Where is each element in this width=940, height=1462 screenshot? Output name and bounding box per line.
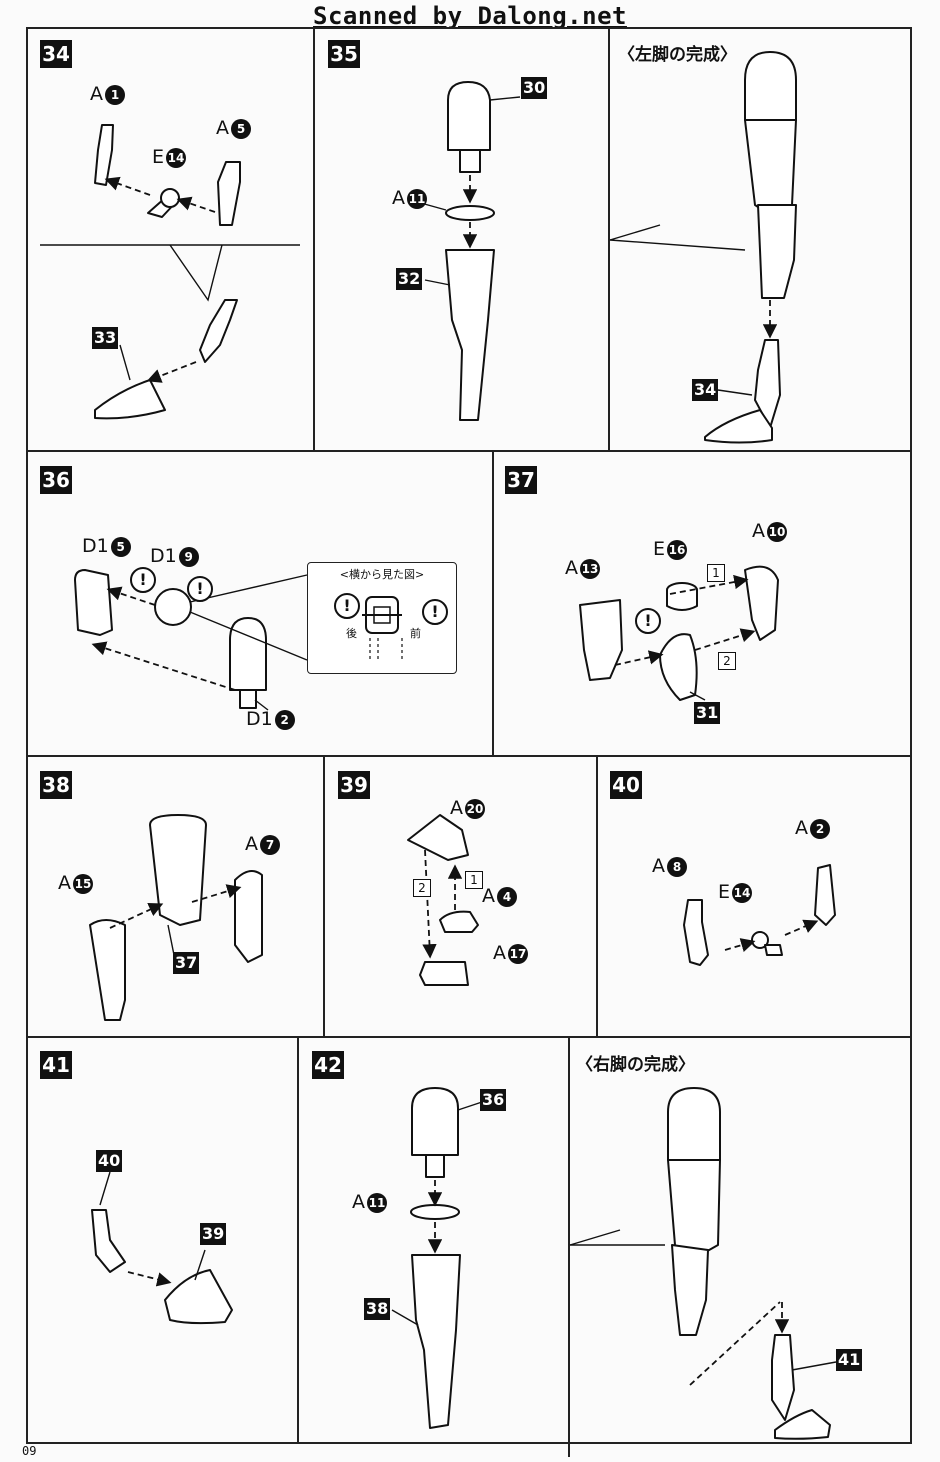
subassembly-tag-40: 40: [96, 1150, 123, 1172]
caution-icon: !: [130, 567, 156, 593]
sequence-mark-2: 2: [718, 652, 736, 670]
sequence-mark-1: 1: [707, 564, 725, 582]
front-label: 前: [410, 627, 421, 640]
caution-icon: !: [187, 576, 213, 602]
right-leg-complete-caption: 〈右脚の完成〉: [576, 1055, 695, 1075]
subassembly-tag-31: 31: [694, 702, 721, 724]
subassembly-tag-30: 30: [521, 77, 548, 99]
divider-row3: [26, 1036, 912, 1038]
step40-art: [683, 864, 836, 966]
side-view-joint-art: [362, 596, 403, 661]
step-40: 40: [610, 771, 642, 799]
caution-icon: !: [334, 593, 360, 619]
step42-art: [410, 1087, 831, 1440]
step-41: 41: [40, 1051, 72, 1079]
step41-art: [91, 1209, 233, 1325]
caution-icon: !: [635, 608, 661, 634]
divider-42-complete: [568, 1037, 570, 1457]
step-39: 39: [338, 771, 370, 799]
divider-36-37: [492, 451, 494, 756]
divider-39-40: [596, 756, 598, 1037]
subassembly-tag-41: 41: [836, 1349, 863, 1371]
divider-row2: [26, 755, 912, 757]
instruction-frame: [26, 27, 912, 1444]
step-34: 34: [40, 40, 72, 68]
step35-art: [445, 51, 797, 444]
divider-38-39: [323, 756, 325, 1037]
page-number: 09: [22, 1444, 37, 1458]
step-36: 36: [40, 466, 72, 494]
subassembly-tag-39: 39: [200, 1223, 227, 1245]
subassembly-tag-34: 34: [692, 379, 719, 401]
sequence-mark-1: 1: [465, 871, 483, 889]
caution-icon: !: [422, 599, 448, 625]
subassembly-tag-37: 37: [173, 952, 200, 974]
divider-41-42: [297, 1037, 299, 1444]
step-38: 38: [40, 771, 72, 799]
subassembly-tag-36: 36: [480, 1089, 507, 1111]
left-leg-complete-caption: 〈左脚の完成〉: [618, 45, 737, 65]
step-37: 37: [505, 466, 537, 494]
subassembly-tag-32: 32: [396, 268, 423, 290]
divider-row1: [26, 450, 912, 452]
step-42: 42: [312, 1051, 344, 1079]
step34-art: [94, 124, 241, 420]
sequence-mark-2: 2: [413, 879, 431, 897]
side-view-title: <横から見た図>: [339, 568, 425, 581]
subassembly-tag-38: 38: [364, 1298, 391, 1320]
subassembly-tag-33: 33: [92, 327, 119, 349]
step-35: 35: [328, 40, 360, 68]
side-view-detail: <横から見た図> ! ! 後 前: [307, 562, 457, 674]
scan-watermark: Scanned by Dalong.net: [313, 2, 627, 30]
divider-35-complete: [608, 27, 610, 451]
step36-art: [74, 569, 267, 709]
step38-art: [89, 814, 263, 1021]
back-label: 後: [346, 627, 357, 640]
divider-34-35: [313, 27, 315, 451]
step39-art: [407, 814, 479, 986]
